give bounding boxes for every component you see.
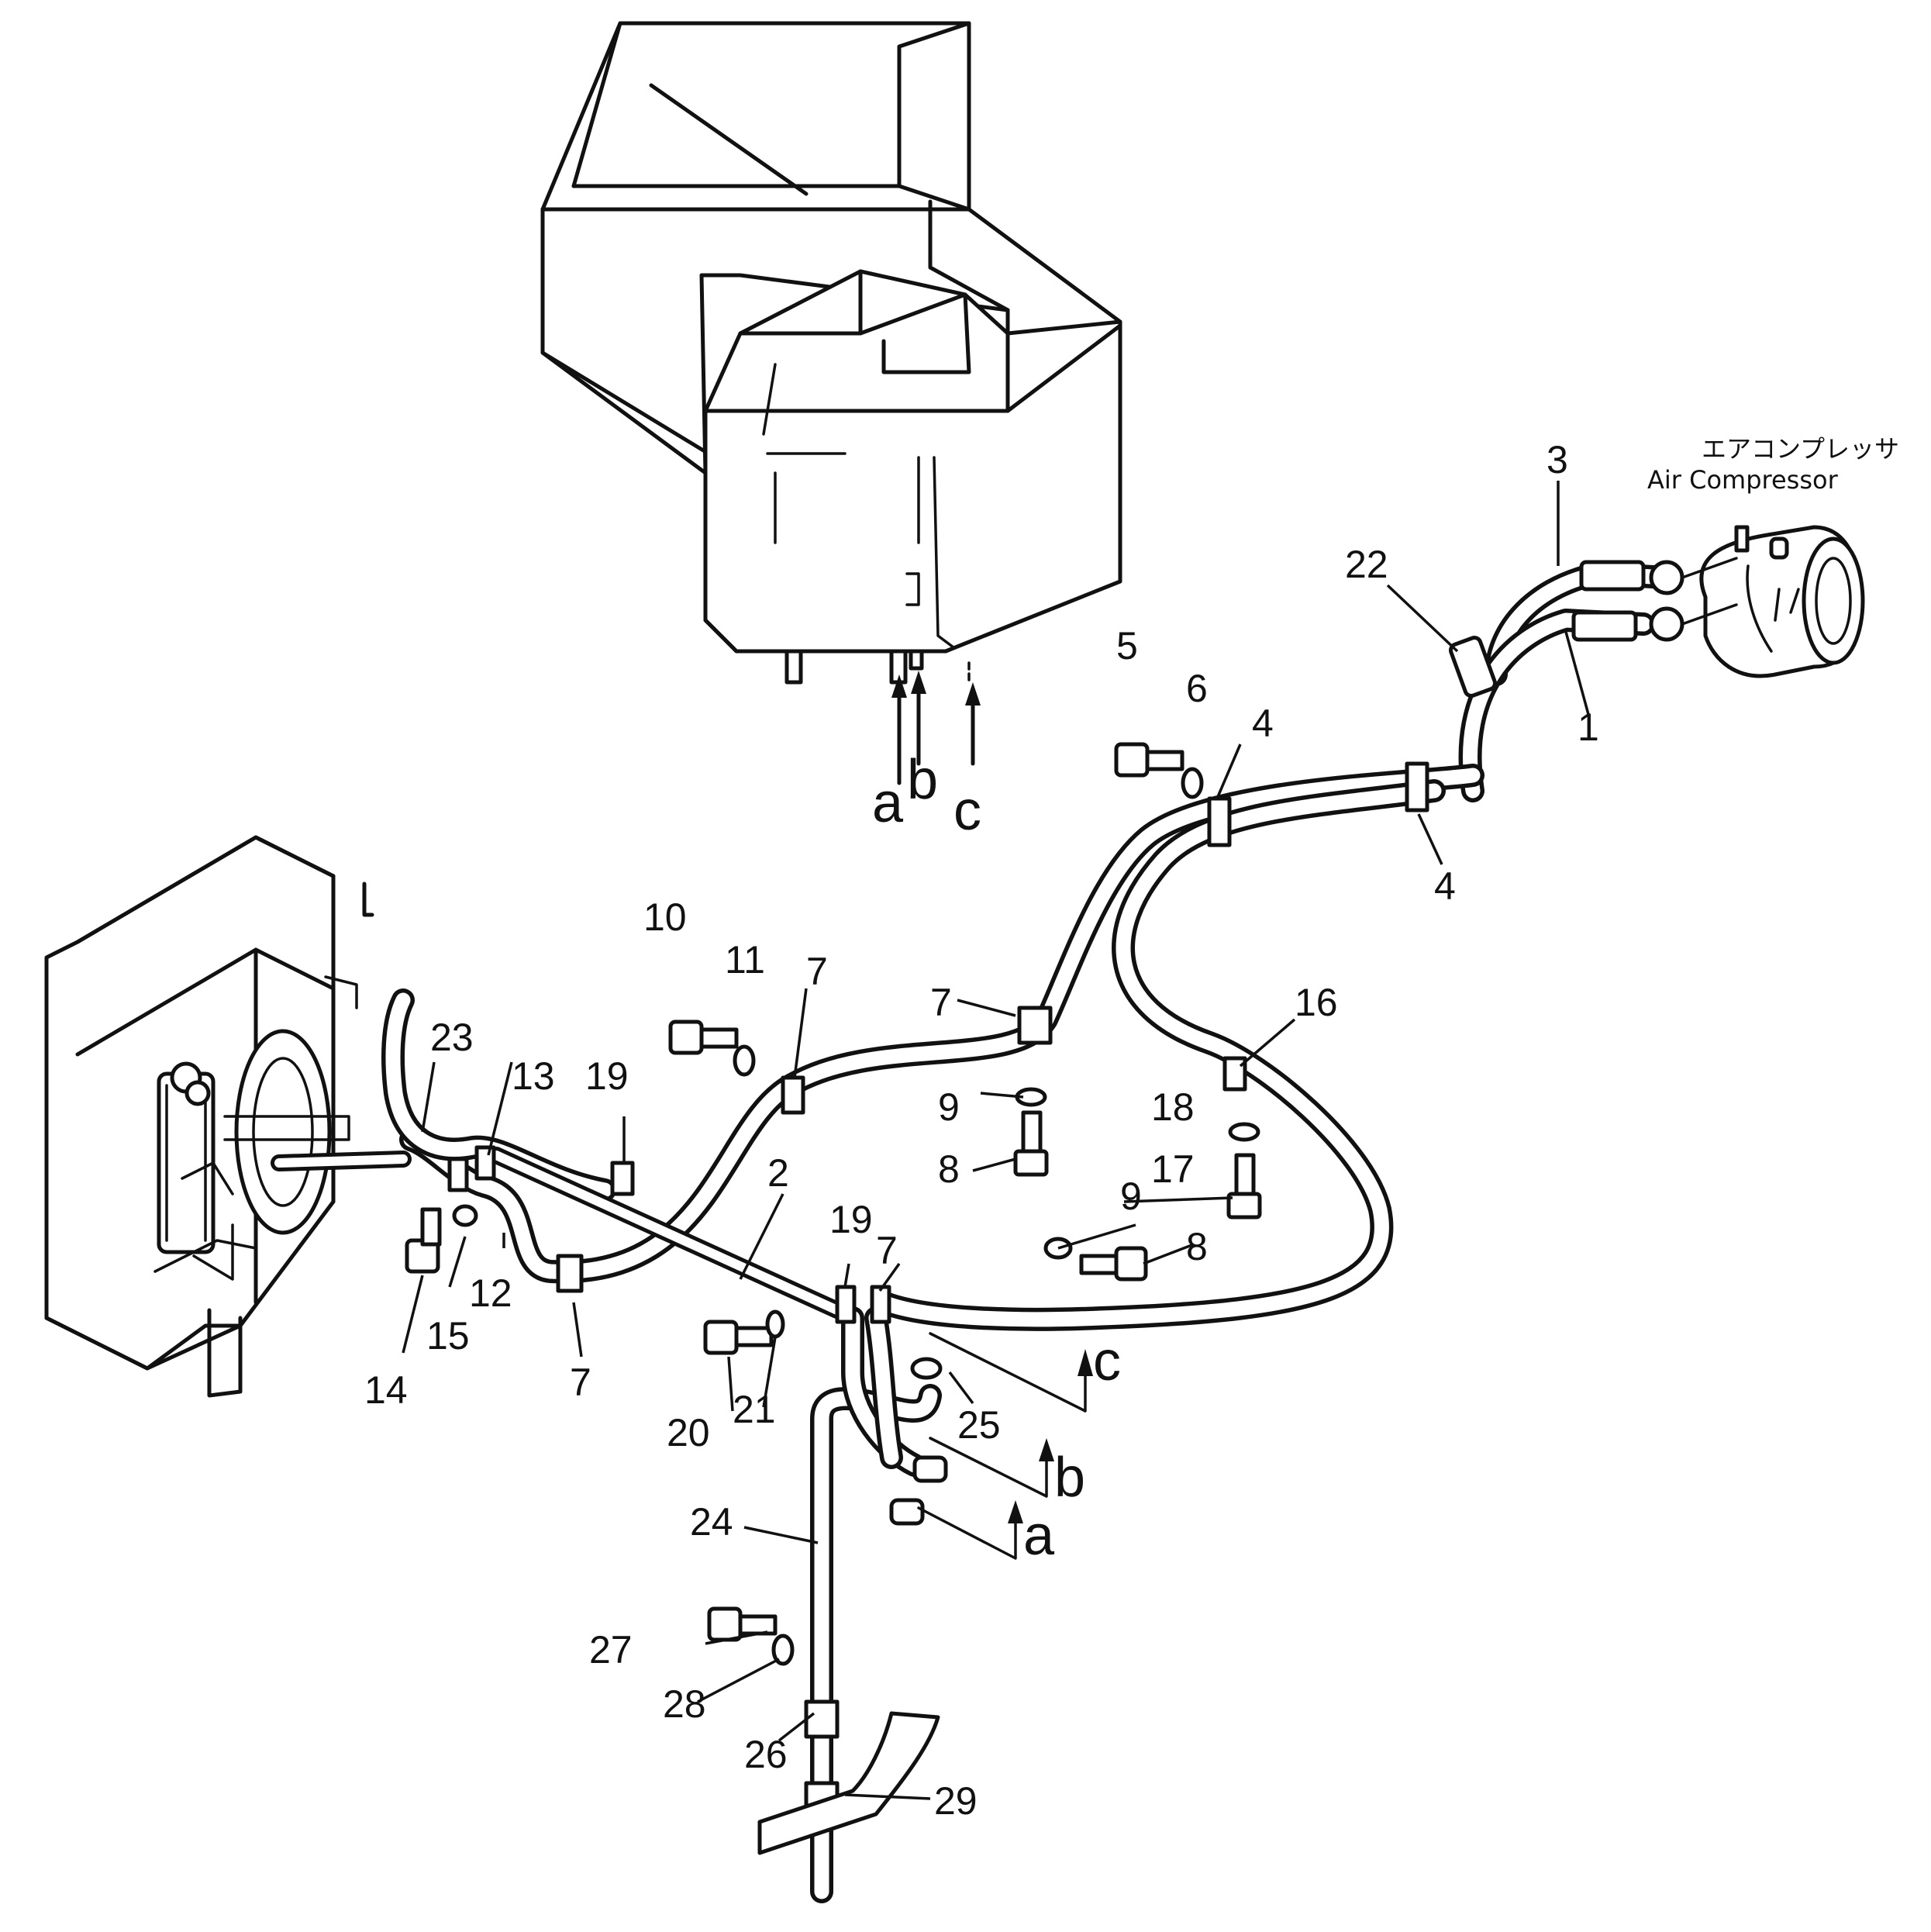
callout-19-junction: 19 — [829, 1198, 873, 1241]
callout-12: 12 — [469, 1271, 512, 1315]
callout-7-right: 7 — [930, 981, 952, 1024]
air-compressor — [1699, 525, 1865, 678]
top-connection-letter-c: c — [953, 780, 981, 842]
callout-18: 18 — [1151, 1085, 1195, 1129]
callout-15: 15 — [426, 1314, 470, 1358]
pipe — [271, 1147, 846, 1319]
callout-10: 10 — [643, 895, 687, 939]
bolts-and-washers — [405, 742, 1262, 1666]
callout-5: 5 — [1116, 624, 1138, 668]
callout-7-left: 7 — [570, 1361, 591, 1404]
bottom-connection-letter-a: a — [1023, 1505, 1055, 1567]
drain-outlet — [757, 1711, 940, 1855]
callout-28: 28 — [663, 1682, 706, 1726]
callout-27: 27 — [589, 1628, 633, 1672]
callout-8-right: 8 — [1186, 1225, 1208, 1268]
callout-26: 26 — [744, 1733, 788, 1776]
callout-4-upper: 4 — [1252, 702, 1274, 745]
callout-9-left: 9 — [938, 1085, 960, 1129]
callout-4-lower: 4 — [1434, 864, 1456, 908]
callout-numbers: 1 2 3 4 4 5 6 7 7 7 7 8 8 9 9 10 11 12 1… — [364, 438, 1599, 1823]
callout-9-right: 9 — [1120, 1175, 1142, 1218]
callout-25: 25 — [957, 1403, 1001, 1447]
callout-20: 20 — [667, 1411, 710, 1454]
callout-7-center: 7 — [806, 950, 828, 993]
callout-19-left: 19 — [585, 1054, 629, 1098]
condenser-unit — [44, 835, 374, 1398]
callout-1: 1 — [1578, 706, 1599, 749]
callout-21: 21 — [733, 1388, 776, 1431]
bottom-connection-arrows — [917, 1332, 1093, 1560]
hose-assemblies — [381, 562, 1678, 1903]
callout-29: 29 — [934, 1779, 978, 1823]
callout-14: 14 — [364, 1368, 408, 1412]
air-conditioner-unit — [540, 21, 1122, 685]
callout-2: 2 — [767, 1151, 789, 1195]
callout-11: 11 — [725, 938, 765, 982]
compressor-fittings — [1571, 557, 1738, 642]
component-label-english: Air Compressor — [1647, 465, 1839, 495]
component-label-japanese: エアコンプレッサ — [1702, 434, 1899, 464]
callout-22: 22 — [1345, 543, 1388, 586]
bottom-connection-letter-c: c — [1093, 1330, 1121, 1392]
callout-7-junction: 7 — [876, 1229, 898, 1272]
top-connection-letter-b: b — [907, 749, 938, 811]
callout-13: 13 — [512, 1054, 555, 1098]
callout-6: 6 — [1186, 667, 1208, 710]
bottom-connection-letter-b: b — [1054, 1447, 1085, 1509]
callout-16: 16 — [1295, 981, 1338, 1024]
callout-17: 17 — [1151, 1147, 1195, 1191]
callout-24: 24 — [690, 1500, 733, 1544]
leader-lines — [402, 481, 1591, 1800]
callout-8-left: 8 — [938, 1147, 960, 1191]
callout-23: 23 — [430, 1016, 474, 1059]
top-connection-letter-a: a — [872, 772, 904, 834]
top-connection-arrows — [891, 671, 981, 785]
callout-3: 3 — [1547, 438, 1568, 481]
